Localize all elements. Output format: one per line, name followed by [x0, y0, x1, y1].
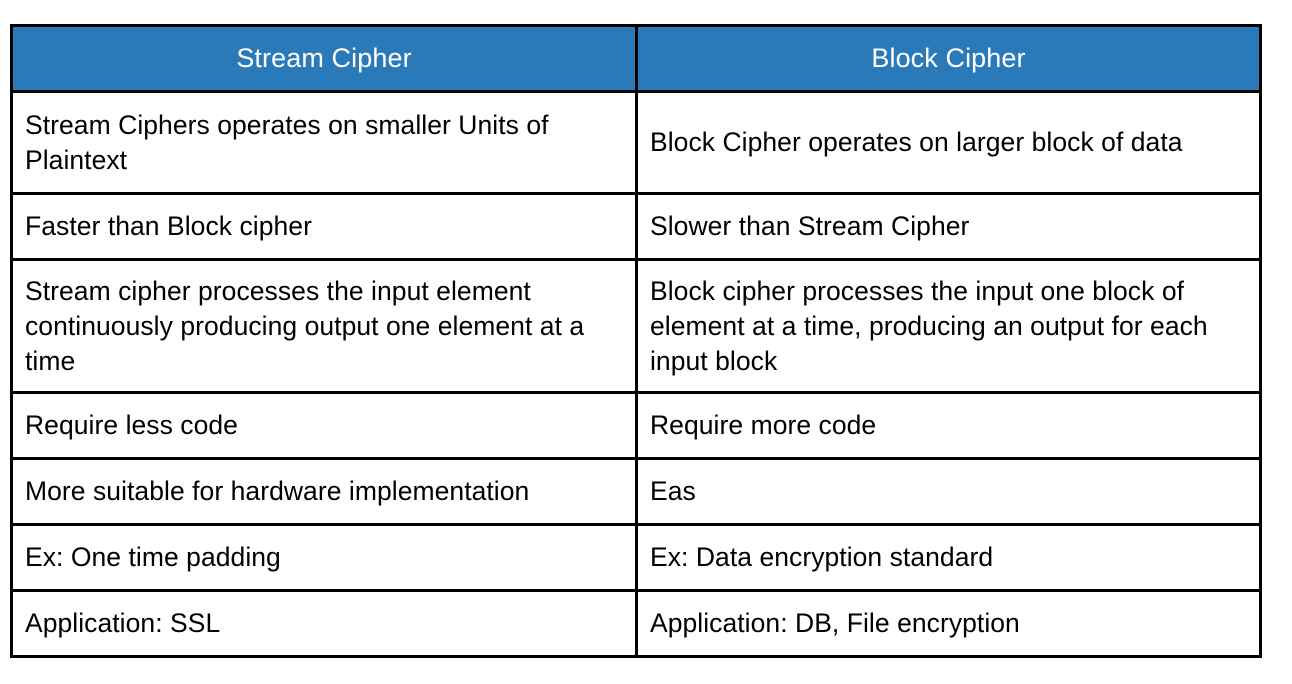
- cell-block-cipher-2: Slower than Stream Cipher: [635, 192, 1262, 261]
- cipher-comparison-table: Stream Cipher Block Cipher Stream Cipher…: [10, 24, 1262, 658]
- cell-block-cipher-7: Application: DB, File encryption: [635, 589, 1262, 658]
- cell-stream-cipher-2: Faster than Block cipher: [10, 192, 638, 261]
- table-row: Application: SSL Application: DB, File e…: [10, 589, 1262, 658]
- column-header-stream-cipher: Stream Cipher: [10, 24, 638, 93]
- cell-block-cipher-5: Eas: [635, 457, 1262, 526]
- cell-stream-cipher-1: Stream Ciphers operates on smaller Units…: [10, 90, 638, 195]
- table-header-row: Stream Cipher Block Cipher: [10, 24, 1262, 93]
- table-header: Stream Cipher Block Cipher: [10, 24, 1262, 93]
- table-row: More suitable for hardware implementatio…: [10, 457, 1262, 526]
- column-header-block-cipher: Block Cipher: [635, 24, 1262, 93]
- cell-stream-cipher-7: Application: SSL: [10, 589, 638, 658]
- cell-block-cipher-6: Ex: Data encryption standard: [635, 523, 1262, 592]
- table-row: Ex: One time padding Ex: Data encryption…: [10, 523, 1262, 592]
- cell-block-cipher-1: Block Cipher operates on larger block of…: [635, 90, 1262, 195]
- table-row: Stream cipher processes the input elemen…: [10, 258, 1262, 394]
- cell-stream-cipher-6: Ex: One time padding: [10, 523, 638, 592]
- cell-stream-cipher-4: Require less code: [10, 391, 638, 460]
- cell-block-cipher-4: Require more code: [635, 391, 1262, 460]
- cell-stream-cipher-5: More suitable for hardware implementatio…: [10, 457, 638, 526]
- table-body: Stream Ciphers operates on smaller Units…: [10, 90, 1262, 658]
- table-row: Require less code Require more code: [10, 391, 1262, 460]
- cell-stream-cipher-3: Stream cipher processes the input elemen…: [10, 258, 638, 394]
- cell-block-cipher-3: Block cipher processes the input one blo…: [635, 258, 1262, 394]
- table-row: Faster than Block cipher Slower than Str…: [10, 192, 1262, 261]
- table-row: Stream Ciphers operates on smaller Units…: [10, 90, 1262, 195]
